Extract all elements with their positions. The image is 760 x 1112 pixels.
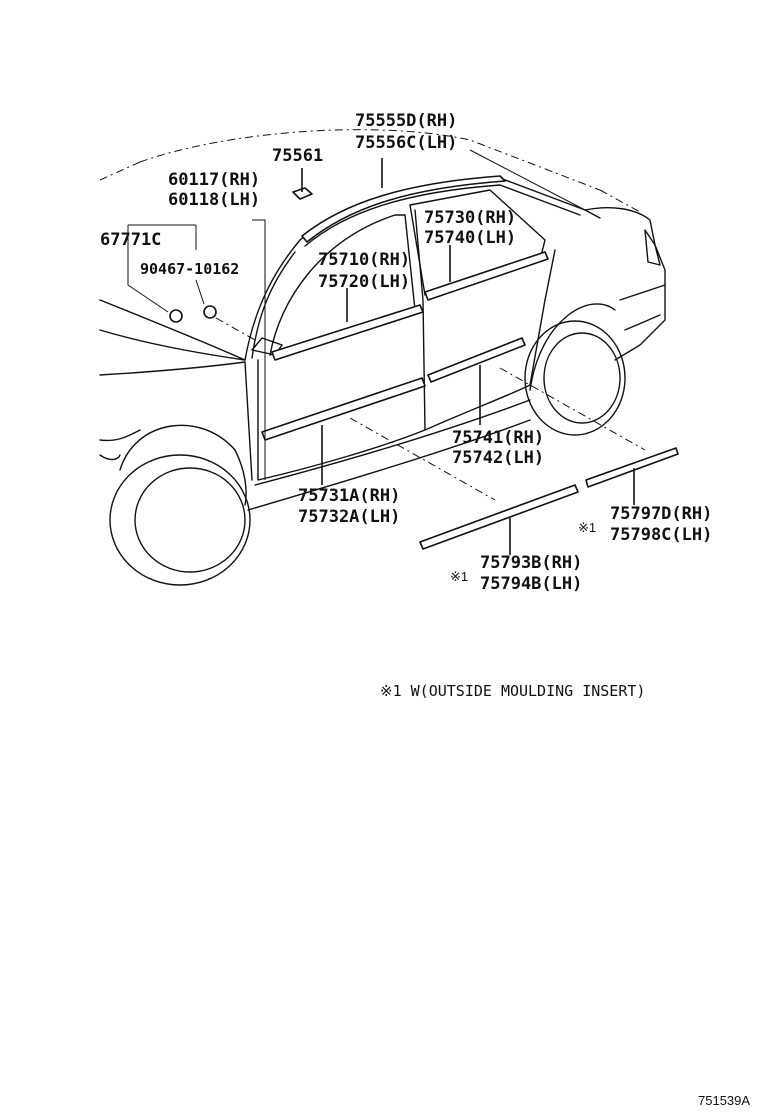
part-number-75555d: 75555D(RH) [355, 111, 457, 131]
part-number-75731a: 75731A(RH) [298, 486, 400, 506]
front-bumper [99, 429, 141, 461]
leader-75555-b [469, 149, 586, 211]
part-number-75710: 75710(RH) [318, 250, 410, 270]
callout-60117: 60117(RH) 60118(LH) [168, 170, 260, 210]
footnote-mark-75793: ※1 [450, 569, 468, 584]
front-door-outline [257, 209, 426, 481]
front-rim [134, 467, 246, 573]
part-number-75732a: 75732A(LH) [298, 507, 400, 527]
leader-67771 [127, 225, 169, 313]
part-number-75793b: 75793B(RH) [480, 553, 582, 573]
part-number-60117: 60117(RH) [168, 170, 260, 190]
rear-door-window [409, 189, 546, 296]
part-number-75561: 75561 [272, 146, 323, 166]
rear-wheel-arch [529, 303, 616, 391]
part-number-75741: 75741(RH) [452, 428, 544, 448]
guide-rear-insert [499, 367, 646, 451]
mouldings [169, 175, 679, 550]
part-number-67771c: 67771C [100, 230, 161, 250]
part-number-75794b: 75794B(LH) [480, 574, 582, 594]
callout-90467: 90467-10162 [140, 260, 239, 278]
a-pillar [244, 239, 301, 361]
callout-75731: 75731A(RH) 75732A(LH) [298, 486, 400, 527]
guide-front-insert [349, 417, 496, 501]
diagram-id: 751539A [698, 1093, 750, 1108]
hood-left-edge [99, 161, 141, 181]
front-door-window [269, 214, 416, 356]
clip-67771c [169, 309, 183, 323]
part-number-75730: 75730(RH) [424, 208, 516, 228]
callout-75741: 75741(RH) 75742(LH) [452, 428, 544, 468]
part-number-75556c: 75556C(LH) [355, 133, 457, 153]
part-number-75797d: 75797D(RH) [610, 504, 712, 524]
part-number-75742: 75742(LH) [452, 448, 544, 468]
footnote-text: ※1 W(OUTSIDE MOULDING INSERT) [380, 682, 645, 700]
roof-drip-moulding [301, 175, 506, 243]
tail-light [644, 229, 661, 266]
callout-75710: 75710(RH) 75720(LH) [318, 250, 410, 292]
rear-tire [524, 320, 626, 436]
rear-door-side-moulding [427, 337, 526, 383]
rear-rim [543, 332, 621, 424]
side-sill [254, 399, 531, 486]
clip-75561 [292, 187, 313, 200]
part-number-75720: 75720(LH) [318, 272, 410, 292]
callout-75797: 75797D(RH) ※1 75798C(LH) [578, 504, 712, 545]
guide-clips [215, 317, 256, 341]
side-mirror [251, 337, 283, 356]
callout-75793: 75793B(RH) ※1 75794B(LH) [450, 553, 582, 594]
windshield-inner [251, 251, 296, 359]
side-sill-lower [247, 419, 531, 511]
rear-door-belt-moulding [424, 251, 549, 301]
clip-90467 [203, 305, 217, 319]
roof-outline [139, 129, 601, 191]
front-tire [109, 454, 251, 586]
front-door-belt-moulding [271, 304, 424, 361]
footnote-mark-75797: ※1 [578, 520, 596, 535]
roof-rail-inner [304, 184, 581, 247]
part-number-60118: 60118(LH) [168, 190, 260, 210]
rear-bumper [619, 284, 666, 331]
front-insert-75793 [419, 484, 579, 550]
callout-75555: 75555D(RH) 75556C(LH) [355, 111, 457, 153]
part-number-75798c: 75798C(LH) [610, 525, 712, 545]
callout-75561: 75561 [272, 146, 323, 166]
front-wheel-arch [119, 424, 247, 506]
rear-deck [584, 207, 666, 361]
part-number-75740: 75740(LH) [424, 228, 516, 248]
car-outline [99, 129, 666, 586]
trunk-edge [599, 189, 641, 213]
rear-insert-75797 [585, 447, 679, 488]
hood-line [99, 329, 246, 361]
leader-60117 [252, 219, 266, 480]
front-door-side-moulding [261, 377, 426, 441]
front-fender [99, 361, 253, 481]
part-number-90467: 90467-10162 [140, 260, 239, 278]
rear-door-outline [424, 249, 556, 431]
callout-75730: 75730(RH) 75740(LH) [424, 208, 516, 248]
leader-lines [127, 149, 646, 555]
leader-90467-b [195, 279, 205, 305]
callout-67771: 67771C [100, 230, 161, 250]
hood [99, 299, 246, 361]
